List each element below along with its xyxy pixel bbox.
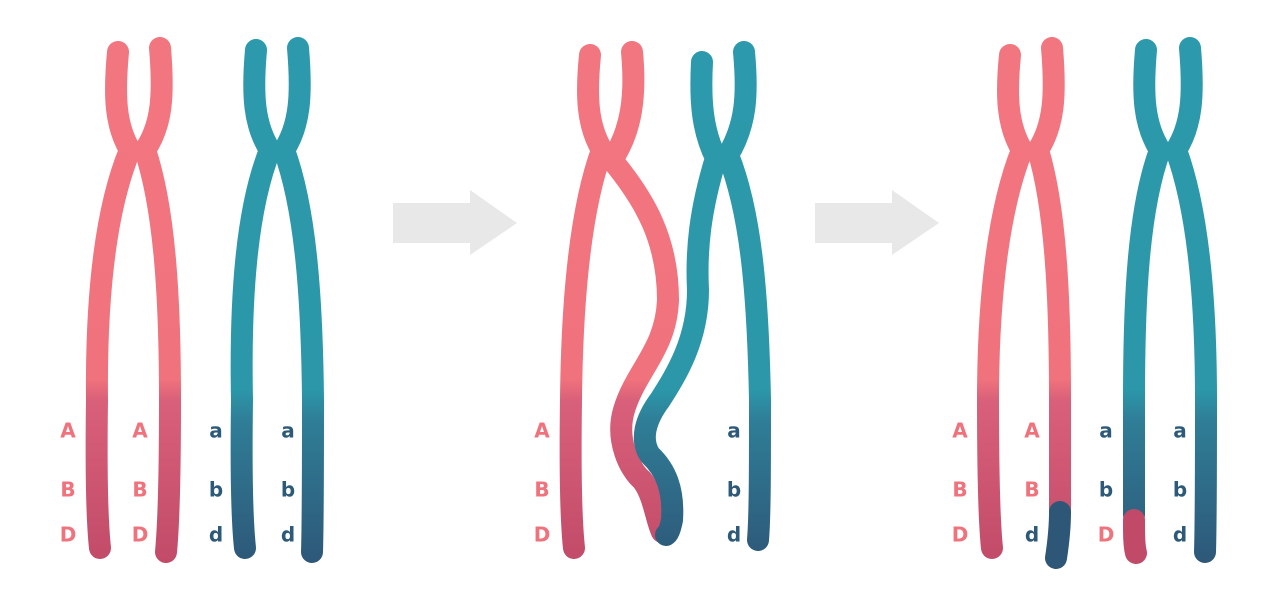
right-arrow-icon [815,190,939,255]
gene-label: d [727,523,741,547]
panel-3-recombinant-chromosomes: A A a a B B b b D d D d [952,37,1217,569]
gene-label: D [952,523,969,547]
chromatid-paternal-left-crossing [633,51,727,546]
gene-labels-panel-3: A A a a B B b b D d D d [952,419,1187,547]
gene-label: B [132,478,147,502]
gene-label: B [1024,478,1039,502]
chromatid-maternal-right-recombinant-tail [1045,501,1071,569]
chromosome-maternal [85,37,181,563]
gene-label: B [534,478,549,502]
gene-label: a [209,419,223,443]
chromatid-maternal-right [134,37,181,563]
gene-label: A [952,419,968,443]
chromatid-paternal-left [230,39,281,559]
gene-label: A [60,419,76,443]
gene-label: d [209,523,223,547]
gene-label: A [534,419,550,443]
gene-label: B [952,478,967,502]
gene-labels-panel-1: A A a a B B b b D D d d [60,419,295,547]
gene-label: a [1099,419,1113,443]
gene-label: d [1025,523,1039,547]
gene-label: d [1173,523,1187,547]
chromatid-paternal-right [717,41,771,551]
chromatid-paternal-left-recombinant [1122,39,1171,526]
chromatid-paternal-right [1165,37,1217,563]
gene-label: b [727,478,741,502]
gene-label: b [281,478,295,502]
chromatid-paternal-left-recombinant-tail [1123,509,1147,564]
panel-1-homologous-pair: A A a a B B b b D D d d [60,37,324,563]
gene-label: b [1173,478,1187,502]
chromatid-maternal-left [977,44,1033,559]
gene-label: A [1024,419,1040,443]
gene-label: D [132,523,149,547]
panel-2-crossing-over: A a B b D d [534,41,771,559]
chromosome-maternal [559,41,679,559]
chromatid-maternal-right-recombinant [1027,37,1071,523]
gene-label: b [1099,478,1113,502]
chromatid-maternal-right-crossing [601,41,679,543]
chromosome-paternal [1122,37,1217,564]
gene-labels-panel-2: A a B b D d [534,419,741,547]
gene-label: b [209,478,223,502]
gene-label: D [534,523,551,547]
gene-label: D [60,523,77,547]
gene-label: d [281,523,295,547]
right-arrow-icon [393,190,517,255]
chromosome-paternal [230,37,324,563]
gene-label: a [1173,419,1187,443]
chromatid-maternal-left [559,44,613,559]
gene-label: B [60,478,75,502]
gene-label: a [727,419,741,443]
gene-label: A [132,419,148,443]
chromosome-paternal [633,41,771,551]
gene-label: D [1098,523,1115,547]
gene-label: a [281,419,295,443]
chromatid-paternal-right [273,37,324,563]
chromosome-maternal [977,37,1071,569]
chromatid-maternal-left [85,41,141,559]
